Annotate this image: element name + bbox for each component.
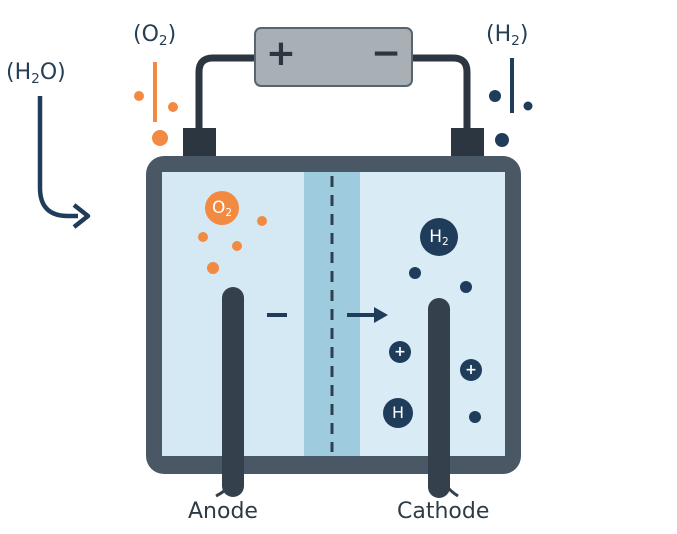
ion-flow-arrowhead — [374, 307, 388, 323]
anode-terminal — [183, 128, 216, 160]
positive-ion: + — [460, 359, 482, 381]
hydrogen-dot — [523, 101, 533, 111]
hydrogen-bubble — [469, 411, 481, 423]
oxygen-dot — [134, 91, 144, 101]
h2-bubble: H2 — [420, 218, 458, 256]
cathode-electrode — [428, 298, 450, 498]
o2-bubble: O2 — [205, 191, 239, 225]
oxygen-output-label: (O2) — [133, 22, 177, 49]
cathode-label: Cathode — [397, 499, 490, 524]
hydrogen-output-label: (H2) — [486, 22, 529, 49]
anode-wire — [195, 54, 258, 130]
oxygen-dot — [168, 102, 178, 112]
hydrogen-bubble — [460, 281, 472, 293]
oxygen-bubble — [257, 216, 267, 226]
positive-ion: + — [389, 341, 411, 363]
oxygen-bubble — [232, 241, 242, 251]
h-atom-bubble: H — [383, 398, 413, 428]
power-supply — [254, 27, 413, 87]
water-label: (H2O) — [6, 60, 66, 87]
hydrogen-bubble — [409, 267, 421, 279]
hydrogen-dot — [489, 90, 501, 102]
oxygen-bubble — [207, 262, 219, 274]
anode-lead — [215, 469, 235, 498]
water-inflow-arrowhead — [72, 203, 91, 229]
hydrogen-dot — [495, 133, 509, 147]
anode-electrode — [222, 287, 244, 497]
cathode-wire — [412, 54, 471, 130]
oxygen-dot — [152, 130, 168, 146]
negative-terminal-sign: − — [370, 33, 402, 74]
cathode-lead — [437, 469, 459, 498]
cathode-terminal — [451, 128, 484, 160]
anode-label: Anode — [188, 499, 258, 524]
positive-terminal-sign: + — [265, 33, 297, 74]
oxygen-bubble — [198, 232, 208, 242]
water-inflow-arrow — [37, 96, 78, 219]
